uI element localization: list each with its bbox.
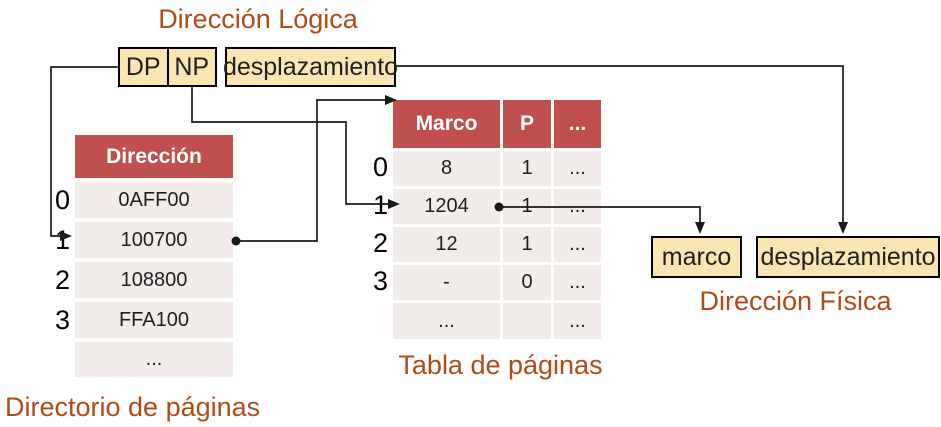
- page-table-cell: 1: [503, 151, 551, 186]
- directory-row-label: 0: [54, 185, 70, 215]
- directory-header: Dirección: [75, 135, 233, 178]
- logical-address-title: Dirección Lógica: [158, 4, 358, 34]
- page-table-row-label: 3: [372, 266, 388, 296]
- physical-offset-box: desplazamiento: [756, 236, 940, 278]
- page-table-header-more: ...: [554, 100, 601, 148]
- page-table-row-label: 0: [372, 152, 388, 182]
- page-directory-table: Dirección 0AFF00 100700 108800 FFA100 ..…: [75, 135, 233, 381]
- page-table-cell: 12: [393, 227, 500, 262]
- directory-entry: 100700: [75, 222, 233, 258]
- page-table-cell: 8: [393, 151, 500, 186]
- page-table-header-p: P: [503, 100, 551, 148]
- directory-row-label: [38, 342, 70, 378]
- physical-address-title: Dirección Física: [699, 286, 892, 316]
- directory-row-labels: 0 1 2 3: [38, 182, 70, 382]
- page-table-cell: [503, 303, 551, 339]
- directory-entry: FFA100: [75, 302, 233, 338]
- page-table-cell: 1: [503, 189, 551, 224]
- page-table-cell: ...: [554, 303, 601, 339]
- dp-field: DP: [125, 52, 161, 81]
- directory-row-label: 1: [54, 225, 70, 255]
- directory-row-label: 3: [54, 305, 70, 335]
- page-table-cell: ...: [554, 227, 601, 262]
- directory-entry: 108800: [75, 262, 233, 298]
- physical-frame-box: marco: [651, 236, 742, 278]
- arrowhead-icon: [838, 222, 848, 234]
- page-table-row-labels: 0 1 2 3: [356, 150, 388, 341]
- page-table: Marco P ... 8 1 ... 1204 1 ... 12 1 ... …: [393, 100, 601, 339]
- page-table-header-marco: Marco: [393, 100, 500, 148]
- page-table-cell: 1204: [393, 189, 500, 224]
- page-table-row-label: 2: [372, 228, 388, 258]
- page-table-cell: ...: [393, 303, 500, 339]
- page-table-cell: ...: [554, 151, 601, 186]
- page-table-row-label: 1: [372, 190, 388, 220]
- logical-offset-box: desplazamiento: [223, 47, 398, 87]
- page-table-cell: ...: [554, 265, 601, 300]
- np-field: NP: [166, 49, 216, 85]
- directory-row-label: 2: [54, 265, 70, 295]
- page-table-row-label: [356, 302, 388, 337]
- logical-address-dp-np-box: DP NP: [118, 47, 217, 87]
- page-table-cell: ...: [554, 189, 601, 224]
- page-table-cell: -: [393, 265, 500, 300]
- directory-entry: 0AFF00: [75, 182, 233, 218]
- page-table-cell: 0: [503, 265, 551, 300]
- page-table-caption: Tabla de páginas: [398, 350, 603, 380]
- page-table-cell: 1: [503, 227, 551, 262]
- directory-entry: ...: [75, 342, 233, 377]
- arrowhead-icon: [695, 222, 705, 234]
- directory-caption: Directorio de páginas: [5, 392, 261, 422]
